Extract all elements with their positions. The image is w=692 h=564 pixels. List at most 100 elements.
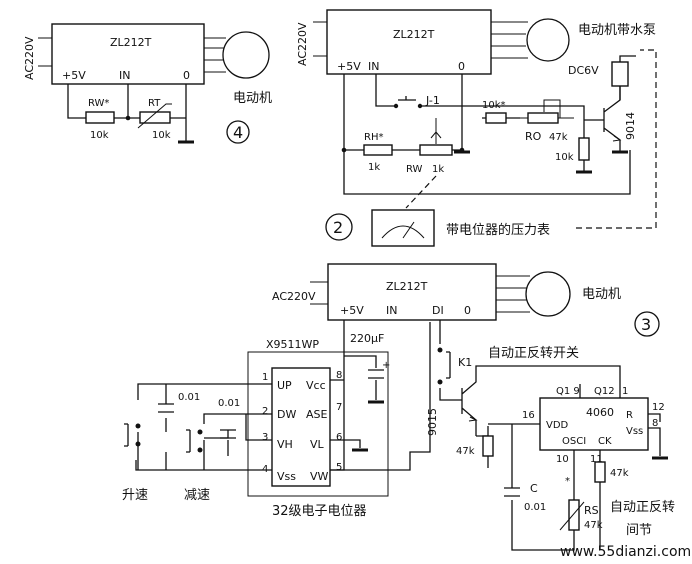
c3-pin-vss: Vss [277,470,296,483]
c2-rh-value: 1k [368,162,380,173]
c3-c-label: C [530,482,538,495]
c3-c-wires [511,424,575,551]
c3-motor [525,271,571,317]
c3-pot-enclosure [247,351,389,497]
c3-up-label: 升速 [122,488,148,503]
c3-pin7: 7 [336,402,342,413]
c4-pin-5v: +5V [62,69,86,82]
c4-motor-label: 电动机 [233,91,272,106]
c2-pin-in: IN [368,60,379,73]
c2-r10k [485,112,507,124]
c4-motor-wires [204,37,226,73]
c3-pin-up: UP [277,379,292,392]
c3-pin-ase: ASE [306,408,328,421]
c3-up-contact-b [135,441,141,447]
c2-ro-label: RO [525,130,542,143]
c3-rs-label: RS [584,504,599,517]
c2-r47-label: 47k [549,132,568,143]
c3-4060-right [648,413,661,456]
c2-ro-wiper [520,99,574,119]
circuit-2: ZL212T +5V IN 0 AC220V 电动机带水泵 J-1 10k* R… [296,9,657,247]
c4-rt-arrow [137,103,172,129]
c3-pin-5v: +5V [340,304,364,317]
c2-coil-wire [619,55,636,100]
c3-pin6: 6 [336,432,342,443]
c2-dc-label: DC6V [568,64,599,77]
c3-pot-chip-name: X9511WP [266,338,319,351]
c2-pressure-gauge [371,209,435,247]
watermark: www.55dianzi.com [560,544,691,560]
c3-pin-q9: Q1 9 [556,386,580,397]
c3-transistor [452,365,621,436]
c3-caption: 32级电子电位器 [272,504,367,519]
c3-pin-vw: VW [310,470,329,483]
c3-up-button [124,423,129,447]
c3-pin-vdd: VDD [546,420,569,431]
c4-chip-name: ZL212T [110,36,152,49]
c2-relay-label: J-1 [425,94,440,107]
c3-pin-q12: Q12 [594,386,615,397]
c2-contact-a [393,103,399,109]
c3-osc-wires [573,450,601,550]
c2-rw-value: 1k [432,164,444,175]
c3-rs-wiper [559,501,585,531]
c3-down-label: 减速 [184,488,210,503]
c3-down-button [186,429,191,453]
c2-pin-5v: +5V [337,60,361,73]
c3-cap-up-label: 0.01 [178,392,200,403]
c3-rs-pot [568,499,580,531]
c2-r10 [578,137,590,161]
c4-rw-label: RW* [88,98,109,109]
c3-down-contact-b [197,447,203,453]
c2-pin-0: 0 [458,60,465,73]
c2-gauge-label: 带电位器的压力表 [446,222,550,238]
c3-k1-label: K1 [458,356,472,369]
c2-motor [526,18,570,62]
c4-r1-value: 10k [90,130,109,141]
c3-down-contact-a [197,429,203,435]
c2-motor-wires [491,21,528,59]
c3-k1-switch [446,351,451,379]
circuit-4: ZL212T +5V IN 0 AC220V 电动机 RW* RT 10k 10… [23,23,272,144]
c4-r2-value: 10k [152,130,171,141]
c3-pin10: 10 [556,454,569,465]
c3-pin-vh: VH [277,438,293,451]
c2-number-circle [325,213,353,241]
c3-pin11: 11 [590,454,603,465]
c4-number-circle [226,120,250,144]
c2-in-wire [375,74,585,120]
c2-contact-b [417,103,423,109]
c3-pin8: 8 [336,370,342,381]
c2-transistor [584,86,621,152]
c2-r10-label: 10k [555,152,574,163]
c3-rs-value: 47k [584,520,603,531]
c2-gauge-dial [381,221,425,239]
c3-pin-in: IN [386,304,397,317]
c3-star: * [565,476,570,487]
c4-pin-0: 0 [183,69,190,82]
c4-motor [222,31,270,79]
c3-pin5: 5 [336,462,342,473]
c4-number: 4 [233,123,243,142]
c3-number: 3 [641,315,651,334]
c2-motor-label: 电动机带水泵 [578,23,656,38]
c2-number: 2 [333,218,343,237]
c3-pin-vl: VL [310,438,325,451]
c3-pin1b: 1 [622,386,628,397]
c3-pin-dw: DW [277,408,296,421]
c4-rw-resistor [85,111,115,124]
c3-motor-label: 电动机 [582,287,621,302]
c2-chip-name: ZL212T [393,28,435,41]
c2-transistor-label: 9014 [624,112,637,140]
c3-r47 [482,435,494,457]
c3-cap-plus: + [382,360,390,371]
c4-rt-thermistor [139,111,171,124]
c2-rw-label: RW [406,164,423,175]
c3-4060-chip [539,397,649,451]
c3-pin-r: R [626,410,633,421]
c3-5v-wire [330,320,377,471]
c3-r47b-label: 47k [610,468,629,479]
c3-adj-label2: 间节 [626,523,652,538]
c2-junction-2 [459,147,465,153]
c3-pin-vss2: Vss [626,426,643,437]
